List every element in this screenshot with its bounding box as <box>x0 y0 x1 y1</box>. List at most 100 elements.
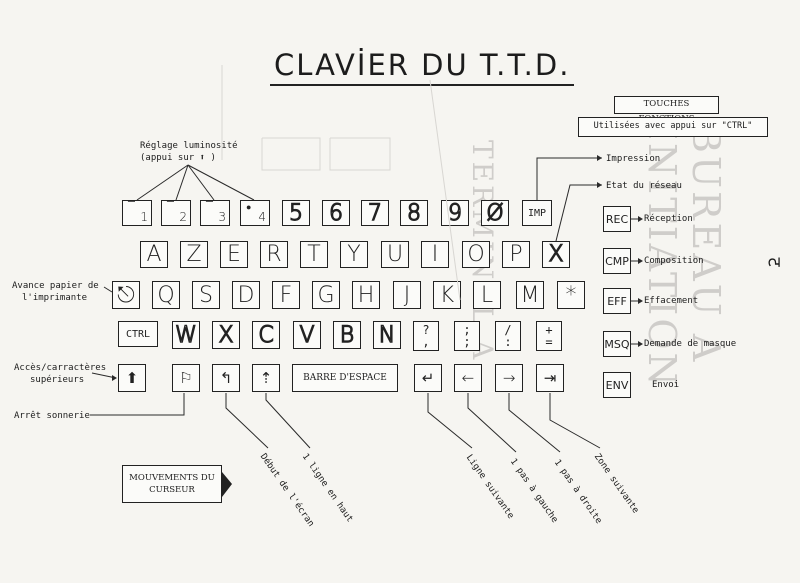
key-q[interactable]: Q <box>152 281 180 309</box>
bell-key-label: ⚐ <box>179 369 193 387</box>
key-5[interactable]: 5 <box>282 200 310 226</box>
right-key-label: → <box>502 369 516 387</box>
ghost-sketch-2 <box>261 137 321 171</box>
function-key-cmp[interactable]: CMP <box>603 248 631 274</box>
brightness-line-1 <box>175 164 189 201</box>
brightness-line-3 <box>187 164 255 201</box>
brightness-label-line2: (appui sur ⬆ ) <box>140 153 216 163</box>
key-l-label: L <box>480 282 494 308</box>
key-b-r4[interactable]: B <box>333 321 361 349</box>
key-p[interactable]: P <box>502 241 530 268</box>
impression-label: Impression <box>606 154 661 164</box>
left-key[interactable]: ← <box>454 364 482 392</box>
right-key[interactable]: → <box>495 364 523 392</box>
etat-reseau-line-arrow <box>597 182 602 188</box>
key-r[interactable]: R <box>260 241 288 268</box>
key-a[interactable]: A <box>140 241 168 268</box>
function-key-eff[interactable]: EFF <box>603 288 631 314</box>
key-s-label: S <box>199 282 213 308</box>
key-4-digit: 4 <box>258 210 266 224</box>
function-key-msq[interactable]: MSQ <box>603 331 631 357</box>
left-key-label: ← <box>461 369 475 387</box>
key-imp[interactable]: IMP <box>522 200 552 226</box>
key-g[interactable]: G <box>312 281 340 309</box>
key-ctrl-label: CTRL <box>125 328 151 340</box>
function-key-cmp-label: CMP <box>605 254 629 268</box>
brightness-line-0 <box>136 164 189 201</box>
key-4[interactable]: 4● <box>240 200 270 226</box>
key-8-label: 8 <box>406 200 421 226</box>
bell-key[interactable]: ⚐ <box>172 364 200 392</box>
key-d[interactable]: D <box>232 281 260 309</box>
function-key-env[interactable]: ENV <box>603 372 631 398</box>
acces-label-line1: Accès/carractères <box>14 363 107 373</box>
ghost-sketch-3 <box>329 137 391 171</box>
tab-key[interactable]: ⇥ <box>536 364 564 392</box>
function-key-msq-description: Demande de masque <box>644 339 737 349</box>
key-symbol-9[interactable]: /: <box>495 321 521 351</box>
key-symbol-8[interactable]: ;; <box>454 321 480 351</box>
function-key-rec[interactable]: REC <box>603 206 631 232</box>
key-e[interactable]: E <box>220 241 248 268</box>
impression-line <box>536 157 602 200</box>
key-w-r4[interactable]: W <box>172 321 200 349</box>
key-symbol-7[interactable]: ?, <box>413 321 439 351</box>
key-*[interactable]: * <box>557 281 585 309</box>
key-h[interactable]: H <box>352 281 380 309</box>
function-key-rec-label: REC <box>605 212 629 226</box>
key-imp-label: IMP <box>527 207 547 219</box>
key-c-r4[interactable]: C <box>252 321 280 349</box>
key-m-label: M <box>520 282 540 308</box>
key-symbol-9-lower: : <box>504 335 512 349</box>
key-n-r4[interactable]: N <box>373 321 401 349</box>
key-i-label: I <box>431 242 439 267</box>
fkey-arrow-line-0-arrow <box>638 216 643 222</box>
space-bar[interactable]: BARRE D'ESPACE <box>292 364 398 392</box>
fkey-arrow-line-2-arrow <box>638 298 643 304</box>
key-z-label: Z <box>186 242 202 267</box>
shift-key[interactable]: ⬆ <box>118 364 146 392</box>
key-ctrl[interactable]: CTRL <box>118 321 158 347</box>
key-i[interactable]: I <box>421 241 449 268</box>
home-key[interactable]: ↰ <box>212 364 240 392</box>
key-m[interactable]: M <box>516 281 544 309</box>
key-s[interactable]: S <box>192 281 220 309</box>
paper-feed-key-label: ⎋ <box>117 282 135 308</box>
function-key-eff-label: EFF <box>607 294 627 308</box>
key-6[interactable]: 6 <box>322 200 350 226</box>
key-k-label: K <box>439 282 455 308</box>
paper-feed-key[interactable]: ⎋ <box>112 281 140 309</box>
key-t[interactable]: T <box>300 241 328 268</box>
line-up-key[interactable]: ⇡ <box>252 364 280 392</box>
key-t-label: T <box>307 242 321 267</box>
enter-key[interactable]: ↵ <box>414 364 442 392</box>
key-Ø[interactable]: Ø <box>481 200 509 226</box>
key-f[interactable]: F <box>272 281 300 309</box>
key-u[interactable]: U <box>381 241 409 268</box>
key-l[interactable]: L <box>473 281 501 309</box>
key-x-cross[interactable]: X <box>542 241 570 268</box>
key-k[interactable]: K <box>433 281 461 309</box>
key-v-r4[interactable]: V <box>293 321 321 349</box>
key-7[interactable]: 7 <box>361 200 389 226</box>
watermark-right: BUREAU A INITIATION <box>640 125 728 389</box>
key-z[interactable]: Z <box>180 241 208 268</box>
key-symbol-7-glyphs: ?, <box>422 324 429 348</box>
key-8[interactable]: 8 <box>400 200 428 226</box>
key-symbol-8-upper: ; <box>463 323 471 337</box>
key-y[interactable]: Y <box>340 241 368 268</box>
key-2[interactable]: 2▔ <box>161 200 191 226</box>
function-keys-subheading: Utilisées avec appui sur "CTRL" <box>593 121 753 131</box>
cursor-box-pointer <box>222 472 232 497</box>
cursor-moves-box: MOUVEMENTS DU CURSEUR <box>122 465 222 503</box>
key-9[interactable]: 9 <box>441 200 469 226</box>
key-j[interactable]: J <box>393 281 421 309</box>
key-1[interactable]: 1▔ <box>122 200 152 226</box>
key-3[interactable]: 3▔ <box>200 200 230 226</box>
key-x-r4[interactable]: X <box>212 321 240 349</box>
key-2-digit: 2 <box>179 210 187 224</box>
key-o[interactable]: O <box>462 241 490 268</box>
tab-key-label: ⇥ <box>543 369 557 387</box>
key-symbol-10[interactable]: += <box>536 321 562 351</box>
